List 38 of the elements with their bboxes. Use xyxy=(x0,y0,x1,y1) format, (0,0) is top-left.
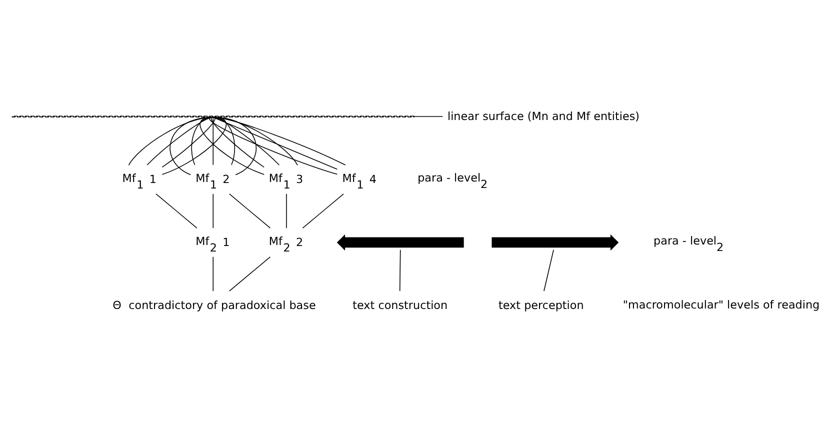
node-text: text construction xyxy=(352,298,448,312)
connector xyxy=(228,256,271,292)
connector xyxy=(212,256,214,292)
connector xyxy=(302,194,344,228)
node-text: text perception xyxy=(498,298,584,312)
node-arrow xyxy=(492,234,619,251)
connector xyxy=(212,194,214,228)
node-label: 1 xyxy=(149,172,156,186)
connector xyxy=(170,116,214,176)
connector xyxy=(229,194,271,228)
connector xyxy=(286,194,287,228)
label: "macromolecular" levels of reading xyxy=(622,298,820,312)
node-label: 2 xyxy=(296,236,304,249)
connector xyxy=(399,249,401,292)
connector xyxy=(162,116,216,168)
connector xyxy=(146,116,214,166)
connector xyxy=(213,116,280,166)
connector xyxy=(210,116,264,168)
node-label: 1 xyxy=(222,236,230,249)
connector xyxy=(162,116,227,175)
node-label: 2 xyxy=(222,172,230,186)
node-text: linear surface (Mn and Mf entities) xyxy=(447,110,640,123)
connector xyxy=(128,116,214,166)
node-label: 4 xyxy=(369,172,376,186)
connector xyxy=(200,116,264,175)
node-bar xyxy=(12,116,414,118)
connector xyxy=(213,116,257,176)
connector xyxy=(212,116,214,166)
connector xyxy=(544,249,554,292)
node-label: contradictory of paradoxical base xyxy=(128,298,316,312)
connector xyxy=(213,116,236,166)
node-text: Θ xyxy=(112,298,122,312)
node-arrow xyxy=(336,234,464,251)
connector xyxy=(191,116,214,166)
connector xyxy=(212,116,298,166)
connector xyxy=(156,194,198,228)
node-label: 3 xyxy=(296,172,304,186)
connector xyxy=(414,116,444,117)
